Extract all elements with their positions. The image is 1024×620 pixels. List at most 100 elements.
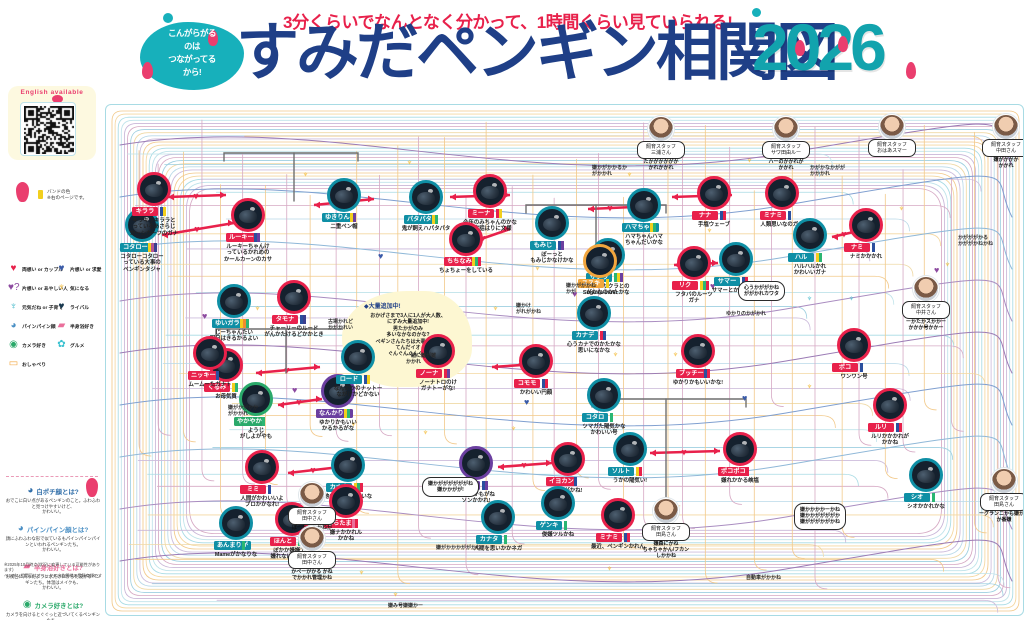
legend-item-label: 片想い or 求愛 [70, 267, 102, 273]
connector-line [179, 178, 952, 544]
penguin-caption: キラキラキララと っているあさらじ かーシカーフのガナ [129, 218, 179, 237]
romance-arrow [450, 193, 456, 201]
penguin-bands [216, 371, 219, 380]
penguin-bands [872, 243, 875, 252]
legend-item-trophy-icon: ♆気になる [56, 283, 89, 293]
heart-question-icon: ♥? [8, 282, 20, 293]
header-penguin-deco-1 [208, 30, 218, 46]
penguin-name: ミナミ [760, 211, 786, 220]
band-chip [303, 315, 306, 324]
heart-icon: ♥ [194, 225, 200, 236]
band-chip [435, 215, 438, 224]
penguin-bands [254, 233, 260, 242]
staff-role: 飼育スタッフ 中田さん [982, 139, 1023, 157]
band-chip [148, 243, 151, 252]
heart-icon: ♥ [607, 204, 613, 215]
page-title: すみだペンギン相関図 [236, 18, 839, 88]
band-chip [353, 213, 356, 222]
connector-line [119, 383, 1013, 427]
band-chip [482, 481, 485, 490]
wire-marker-icon: ♥ [378, 251, 383, 261]
penguin-bands [650, 223, 656, 232]
staff-note: 嫌森にかね ちゃちゃかん/フカン しかかね [642, 541, 690, 559]
legend-item-heart-icon: ♥両想い or カップル [8, 264, 64, 274]
band-chip [700, 281, 703, 290]
romance-arrow [712, 259, 718, 267]
legend-row: ♆元気だね or 子育て♥ライバル [4, 302, 104, 321]
band-chip [347, 409, 350, 418]
penguin-bands [624, 533, 630, 542]
romance-arrow [492, 363, 498, 371]
relationship-wires: ♥♥♥♥♥♥♥♥♥♥♥♥♥♥♥♆♆♆♆♆♆♆♆♆♆♆♆♆♆♆♆♆♆♆♆♆♆♆♆♥… [111, 110, 1020, 613]
penguin-bands [860, 363, 863, 372]
staff-role: 飼育スタッフ おはあスマー [868, 139, 916, 157]
wire-marker-icon: ♥ [710, 281, 715, 291]
wire-annotation-6: 嫌がかがかか がかかれ [228, 405, 259, 417]
connector-line [216, 599, 999, 613]
penguin-caption: お母気質 [215, 394, 237, 400]
penguin-photo [697, 176, 731, 210]
connector-line [135, 558, 945, 572]
penguin-photo [341, 340, 375, 374]
band-chip [444, 369, 447, 378]
band-chip [163, 207, 166, 216]
penguin-photo [331, 448, 365, 482]
connector-line [309, 194, 323, 437]
wire-annotation-7: 嫌がかかかががかね [436, 545, 482, 551]
legend-item-label: 気になる [70, 286, 90, 292]
penguin-photo [473, 174, 507, 208]
penguin-bands [932, 493, 935, 502]
wire-marker-icon: ♆ [898, 203, 905, 213]
legend-divider [6, 476, 98, 477]
connector-line [135, 205, 951, 219]
penguin-bands [496, 209, 502, 218]
connector-line [161, 160, 970, 562]
penguin-bands [600, 331, 606, 340]
heart-icon: ♥ [480, 234, 486, 245]
chat-icon: ▭ [8, 358, 19, 369]
penguin-name: ミミ [240, 485, 266, 494]
band-chip [561, 241, 564, 250]
band-color-swatch [38, 190, 43, 199]
wire-marker-icon: ♆ [422, 427, 429, 437]
connector-line [128, 544, 824, 558]
penguin-photo [459, 446, 493, 480]
band-chip [614, 273, 617, 282]
staff-note: たかがかかがか かれかかれ [643, 159, 679, 171]
penguin-name: ミナミ [596, 533, 622, 542]
romance-link [497, 461, 553, 469]
wire-marker-icon: ♆ [806, 381, 813, 391]
connector-line [243, 415, 836, 428]
penguin-bands [482, 481, 488, 490]
penguin-bands [558, 241, 564, 250]
band-chip [610, 413, 613, 422]
penguin-name: タモナ [272, 315, 298, 324]
connector-line [532, 174, 546, 491]
band-chip [627, 533, 630, 542]
penguin-name: ルリ [868, 423, 894, 432]
penguin-bands [350, 213, 356, 222]
penguin-bands [704, 369, 710, 378]
faq-heading: ◕パインパイン顔とは? [2, 524, 104, 534]
qr-code[interactable] [20, 102, 76, 156]
connector-line [212, 447, 954, 460]
romance-arrow [256, 369, 262, 377]
staff-avatar [653, 498, 679, 524]
pain-icon: ◕ [10, 320, 17, 331]
pine-pine-face-icon: ◕ [17, 523, 24, 534]
connector-line [397, 145, 411, 585]
gourmet-icon: ✿ [57, 339, 66, 350]
penguin-caption: 嫌ナかかれル かかね [329, 530, 363, 543]
penguin-name: コタロ [582, 413, 608, 422]
legend-item-camera-icon: ◉カメラ好き [8, 340, 46, 350]
romance-arrow [650, 449, 656, 457]
connector-line [127, 153, 833, 167]
connector-line [771, 178, 784, 407]
shield-icon: ♥ [58, 301, 65, 312]
romance-arrow [314, 363, 320, 371]
wire-marker-icon: ♆ [350, 419, 357, 429]
qr-code-canvas[interactable] [24, 106, 74, 154]
penguin-name: ノーナ [416, 369, 442, 378]
wire-marker-icon: ♥ [292, 385, 297, 395]
penguin-caption: 手塩ウェーブ [697, 222, 731, 228]
